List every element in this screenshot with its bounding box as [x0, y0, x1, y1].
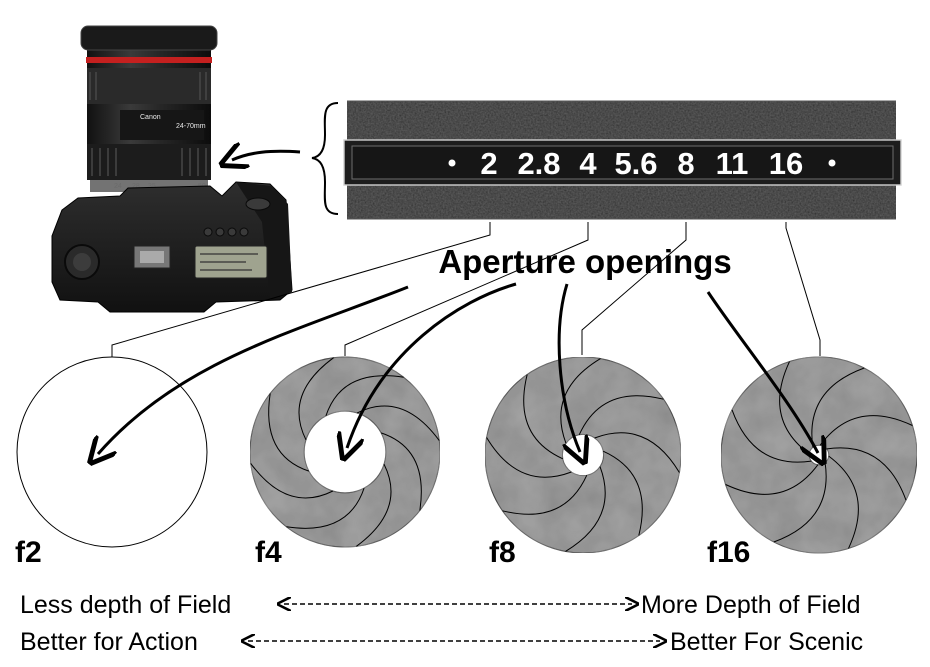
- aperture-f16: [720, 356, 918, 554]
- blade-edge: [565, 466, 606, 552]
- action-label: Better for Action: [20, 628, 198, 656]
- lens-pointer-arrow: [232, 151, 301, 160]
- aperture-circles: [16, 356, 918, 554]
- diagram-title: Aperture openings: [438, 243, 731, 280]
- aperture-f4: [249, 356, 441, 548]
- arrow-to-f16: [706, 291, 818, 453]
- scale-dot-left: [448, 159, 456, 167]
- label-f16: f16: [707, 536, 750, 569]
- scenic-label: Better For Scenic: [670, 628, 863, 656]
- blade-edge: [578, 395, 664, 436]
- label-f2: f2: [15, 536, 42, 569]
- blade-edge: [380, 432, 422, 511]
- blade-edge: [250, 463, 334, 499]
- aperture-f8: [484, 356, 682, 554]
- comparison-row-use: Better for Action Better For Scenic: [20, 628, 863, 656]
- blade-edge: [356, 463, 392, 547]
- blade-edge: [286, 487, 365, 529]
- scale-value-2-8: 2.8: [517, 146, 560, 181]
- blade-edge: [725, 464, 819, 495]
- blade-edge: [502, 474, 588, 515]
- lens-brand: Canon: [140, 114, 161, 121]
- scale-value-5-6: 5.6: [614, 146, 657, 181]
- scale-value-11: 11: [716, 146, 749, 181]
- label-f4: f4: [255, 536, 282, 569]
- blade-edge: [826, 447, 907, 501]
- blade-edge: [523, 374, 564, 460]
- blade-edge: [268, 393, 310, 472]
- blade-edge: [731, 409, 812, 463]
- blade-edge: [828, 455, 859, 549]
- blade-edge: [819, 415, 913, 446]
- connector-lines: [111, 222, 821, 358]
- pointer-arrows: [98, 282, 818, 454]
- scale-dot-right: [828, 159, 836, 167]
- arrow-to-f8: [557, 283, 580, 452]
- lens-label: 24-70mm: [176, 123, 206, 130]
- aperture-blades: [249, 356, 441, 548]
- blade-edge: [594, 432, 680, 473]
- aperture-blades: [484, 356, 682, 554]
- blade-edge: [325, 375, 404, 417]
- aperture-blades: [720, 356, 918, 554]
- arrow-to-f4: [347, 282, 517, 448]
- blade-edge: [356, 405, 440, 441]
- aperture-scale-band: 2 2.8 4 5.6 8 11 16: [343, 100, 902, 220]
- scale-value-8: 8: [677, 146, 694, 181]
- blade-edge: [773, 462, 827, 543]
- blade-edge: [486, 437, 572, 478]
- label-f8: f8: [489, 536, 516, 569]
- camera-illustration: Canon 24-70mm 24 28 35 50: [51, 25, 293, 313]
- curly-brace: [311, 102, 339, 215]
- scale-value-4: 4: [579, 146, 597, 181]
- comparison-row-depth: Less depth of Field More Depth of Field: [20, 591, 861, 619]
- less-depth-label: Less depth of Field: [20, 591, 231, 619]
- arrow-to-f2: [98, 285, 409, 454]
- scale-value-16: 16: [769, 146, 803, 181]
- more-depth-label: More Depth of Field: [641, 591, 861, 619]
- blade-edge: [298, 357, 334, 441]
- blade-edge: [602, 450, 643, 536]
- lens-red-ring: [86, 57, 212, 63]
- scale-value-2: 2: [480, 146, 497, 181]
